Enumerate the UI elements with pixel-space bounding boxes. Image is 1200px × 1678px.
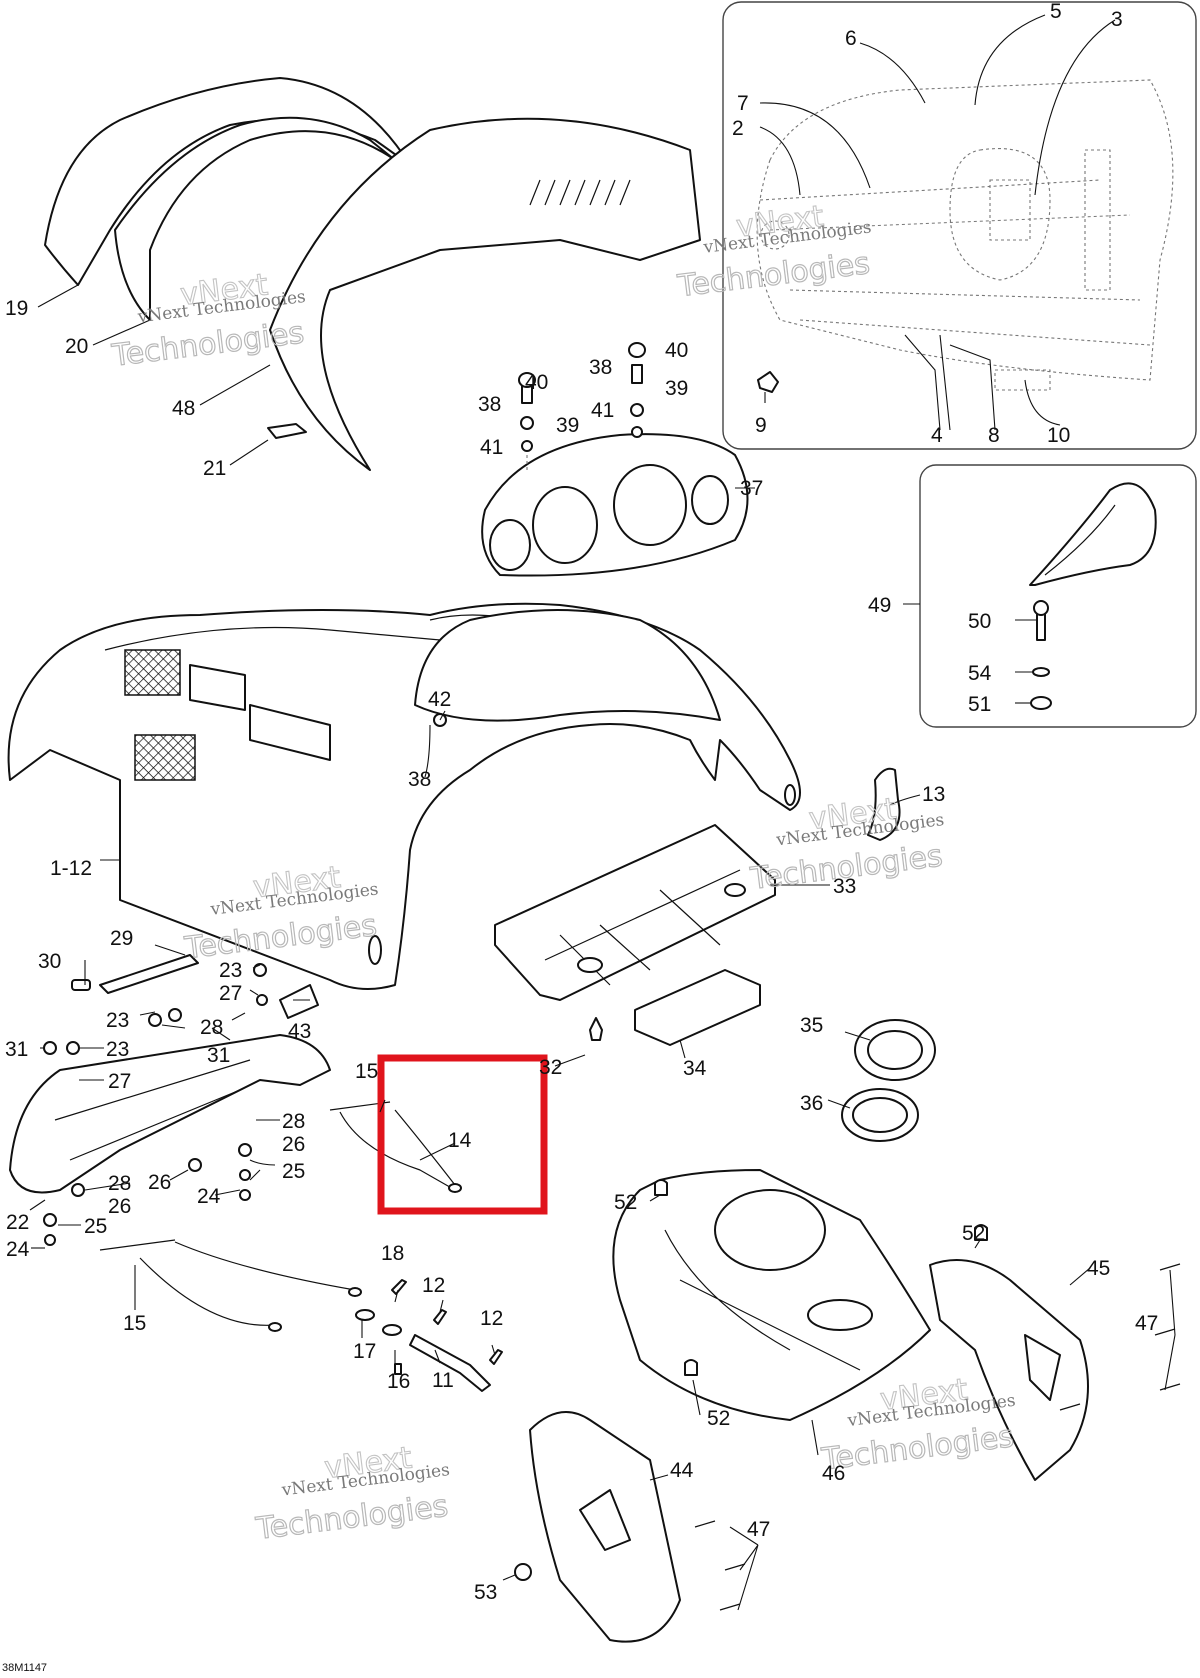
console-panels [514, 1169, 1181, 1643]
bracket-13 [867, 767, 901, 841]
callout: 17 [353, 1340, 376, 1363]
callout: 24 [197, 1185, 221, 1208]
callout: 36 [800, 1092, 823, 1115]
callout: 27 [219, 982, 242, 1005]
callout: 47 [747, 1518, 770, 1541]
callout: 2 [732, 117, 744, 140]
callout: 44 [670, 1459, 694, 1482]
callout: 53 [474, 1581, 497, 1604]
callout: 52 [707, 1407, 730, 1430]
callout: 26 [282, 1133, 305, 1156]
callout: 12 [480, 1307, 503, 1330]
callout: 10 [1047, 424, 1070, 447]
callout: 37 [740, 477, 763, 500]
callout: 49 [868, 594, 891, 617]
callout: 26 [148, 1171, 171, 1194]
callout: 27 [108, 1070, 131, 1093]
callout: 48 [172, 397, 195, 420]
callout: 45 [1087, 1257, 1110, 1280]
leader-lines [29, 14, 1176, 1611]
callout: 1-12 [50, 857, 92, 880]
callout: 40 [525, 371, 548, 394]
callout: 41 [480, 436, 503, 459]
callout: 20 [65, 335, 88, 358]
callout: 15 [355, 1060, 378, 1083]
callout: 35 [800, 1014, 823, 1037]
callout: 31 [5, 1038, 28, 1061]
callout: 9 [755, 414, 767, 437]
callout: 40 [665, 339, 688, 362]
callout: 39 [556, 414, 579, 437]
callout: 5 [1050, 0, 1062, 23]
bumper-bracket [9, 954, 331, 1246]
callout: 28 [282, 1110, 305, 1133]
callout: 50 [968, 610, 991, 633]
callout: 47 [1135, 1312, 1158, 1335]
main-hood-body [7, 602, 801, 990]
callout: 28 [108, 1172, 131, 1195]
inset-panel-decals [722, 1, 1197, 450]
callout: 25 [282, 1160, 305, 1183]
callout: 23 [106, 1038, 129, 1061]
callout: 8 [988, 424, 1000, 447]
callout-labels: 5 3 6 7 2 9 4 8 10 19 20 48 21 38 40 39 … [2, 0, 1158, 1674]
highlight-box [377, 1054, 548, 1215]
callout: 6 [845, 27, 857, 50]
latch-cables [99, 1101, 503, 1392]
callout: 43 [288, 1020, 311, 1043]
callout: 3 [1111, 8, 1123, 31]
drawing-code: 38M1147 [2, 1662, 47, 1674]
callout: 34 [683, 1057, 707, 1080]
callout: 28 [200, 1016, 223, 1039]
callout: 46 [822, 1462, 845, 1485]
callout: 23 [106, 1009, 129, 1032]
callout: 7 [737, 92, 749, 115]
callout: 14 [448, 1129, 472, 1152]
callout: 13 [922, 783, 945, 806]
callout: 39 [665, 377, 688, 400]
watermark: vNext vNext Technologies Technologies vN… [109, 199, 1017, 1548]
callout: 33 [833, 875, 856, 898]
callout: 4 [931, 424, 943, 447]
callout: 29 [110, 927, 133, 950]
callout: 52 [962, 1222, 985, 1245]
inset-panel-mirror [919, 464, 1197, 728]
callout: 25 [84, 1215, 107, 1238]
callout: 26 [108, 1195, 131, 1218]
callout: 11 [432, 1369, 454, 1392]
callout: 38 [408, 768, 431, 791]
callout: 38 [478, 393, 501, 416]
callout: 22 [6, 1211, 29, 1234]
callout: 18 [381, 1242, 404, 1265]
callout: 24 [6, 1238, 30, 1261]
callout: 54 [968, 662, 992, 685]
callout: 41 [591, 399, 614, 422]
callout: 31 [207, 1044, 230, 1067]
callout: 21 [203, 457, 226, 480]
callout: 19 [5, 297, 28, 320]
foam-pad-34 [634, 969, 761, 1046]
callout: 51 [968, 693, 991, 716]
callout: 23 [219, 959, 242, 982]
callout: 15 [123, 1312, 146, 1335]
fuel-ring-parts [841, 1019, 936, 1142]
callout: 12 [422, 1274, 445, 1297]
callout: 30 [38, 950, 61, 973]
storage-tray [494, 824, 776, 1041]
callout: 16 [387, 1370, 410, 1393]
gauge-bezel [481, 342, 749, 577]
callout: 52 [614, 1191, 637, 1214]
callout: 38 [589, 356, 612, 379]
callout: 42 [428, 688, 451, 711]
callout: 32 [539, 1056, 562, 1079]
